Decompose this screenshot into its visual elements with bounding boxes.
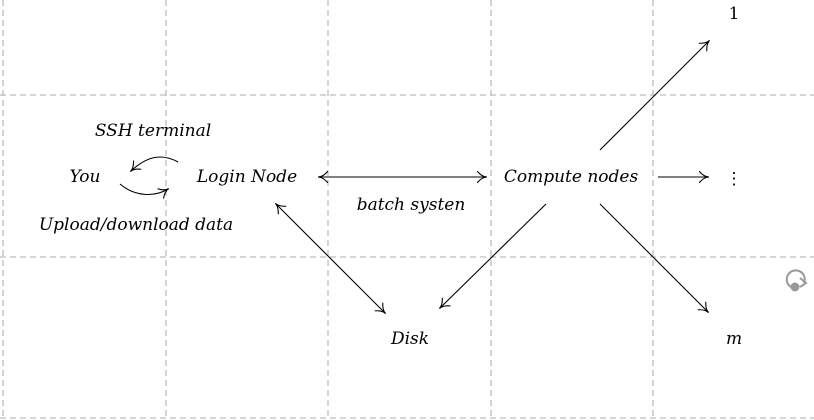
ssh-label: SSH terminal <box>95 121 211 141</box>
node-first: 1 <box>729 4 740 24</box>
compute-node1-arrow <box>599 41 709 151</box>
login-disk-arrow <box>276 204 385 313</box>
node-labels: You Login Node Compute nodes Disk 1 ⋮ m <box>70 4 743 349</box>
compute-nodem-arrow <box>599 203 708 312</box>
node-dots: ⋮ <box>726 169 743 189</box>
refresh-icon[interactable] <box>785 269 808 292</box>
node-last: m <box>726 329 742 349</box>
edge-labels: SSH terminal Upload/download data batch … <box>39 121 465 235</box>
node-login: Login Node <box>196 167 297 187</box>
upload-arrow <box>119 183 168 194</box>
compute-disk-arrow <box>440 203 547 308</box>
node-compute: Compute nodes <box>504 167 639 187</box>
edges <box>119 41 709 313</box>
node-disk: Disk <box>390 329 429 349</box>
ssh-arrow <box>131 156 179 171</box>
node-you: You <box>70 167 101 187</box>
batch-label: batch systen <box>357 195 466 215</box>
upload-label: Upload/download data <box>39 215 233 235</box>
